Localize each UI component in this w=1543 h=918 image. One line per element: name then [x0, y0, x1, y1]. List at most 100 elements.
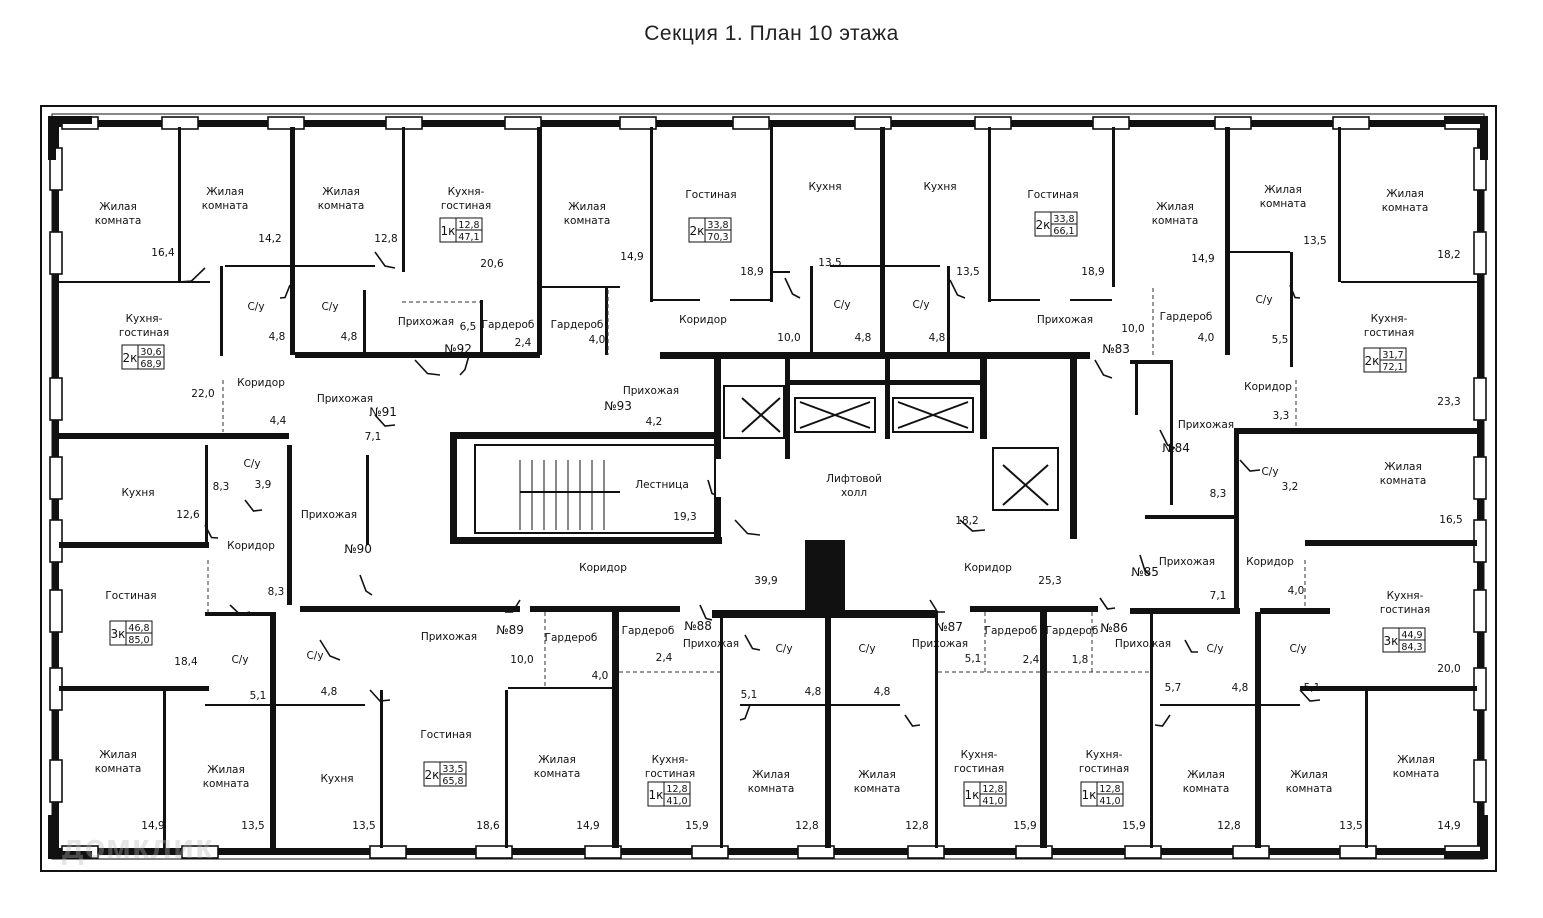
window — [49, 589, 63, 633]
room-name: С/у — [1261, 466, 1278, 478]
window — [907, 845, 945, 859]
room-name: комната — [318, 200, 365, 212]
room: С/у5,1 — [1289, 643, 1320, 694]
door-swing — [744, 634, 761, 651]
room-area: 15,9 — [1013, 820, 1036, 832]
room-name: Жилая — [1386, 188, 1424, 200]
room-area: 1,8 — [1072, 654, 1089, 666]
window — [1473, 456, 1487, 500]
door-swing — [1139, 554, 1151, 576]
room-area: 4,8 — [855, 332, 872, 344]
apartment-type: 1к — [649, 788, 664, 802]
room-name: С/у — [247, 301, 264, 313]
apartment-total-area: 68,9 — [140, 359, 161, 370]
apartment-total-area: 70,3 — [707, 232, 728, 243]
room-name: Гостиная — [105, 590, 156, 602]
door-swing — [1299, 689, 1321, 702]
apartment-number: №89 — [496, 623, 524, 637]
door-swing — [177, 267, 206, 283]
room-name: комната — [202, 200, 249, 212]
corner-bracket — [1444, 116, 1488, 160]
room-name: Жилая — [538, 754, 576, 766]
apartment-living-area: 12,8 — [1099, 784, 1120, 795]
room-area: 4,8 — [269, 331, 286, 343]
room-name: гостиная — [119, 327, 169, 339]
room-area: 10,0 — [777, 332, 800, 344]
room-area: 13,5 — [1303, 235, 1326, 247]
window — [49, 456, 63, 500]
room-name: гостиная — [1079, 763, 1129, 775]
room-area: 4,8 — [929, 332, 946, 344]
door-swing — [784, 277, 801, 299]
room-area: 14,9 — [1437, 820, 1460, 832]
apartment-living-area: 12,8 — [458, 220, 479, 231]
room-name: гостиная — [1364, 327, 1414, 339]
door-swing — [374, 414, 396, 427]
room-name: С/у — [775, 643, 792, 655]
room-name: Кухня — [121, 487, 154, 499]
corner-bracket — [48, 815, 92, 859]
door-swing — [1159, 429, 1176, 449]
apartment-total-area: 84,3 — [1401, 642, 1422, 653]
window — [49, 519, 63, 563]
apartment-type: 1к — [441, 224, 456, 238]
room-area: 16,4 — [151, 247, 175, 259]
apartment-living-area: 46,8 — [128, 623, 149, 634]
room-area: 5,5 — [1272, 334, 1289, 346]
room-area: 23,3 — [1437, 396, 1460, 408]
room-area: 5,1 — [965, 653, 982, 665]
window — [181, 845, 219, 859]
room-name: Прихожая — [421, 631, 477, 643]
room-area: 4,8 — [341, 331, 358, 343]
room-name: С/у — [306, 650, 323, 662]
apartment-type: 2к — [1036, 218, 1051, 232]
room-name: комната — [1380, 475, 1427, 487]
room: С/у5,1 — [231, 654, 266, 702]
room-area: 18,6 — [476, 820, 500, 832]
room-area: 3,3 — [1273, 410, 1290, 422]
door-swing — [1099, 597, 1116, 610]
room-area: 5,1 — [1304, 682, 1321, 694]
apartment-total-area: 41,0 — [1099, 796, 1120, 807]
room-name: гостиная — [645, 768, 695, 780]
room: С/у3,2 — [1261, 466, 1298, 493]
room-name: Кухня- — [652, 754, 689, 766]
room: С/у 4,8 — [247, 301, 285, 343]
room-name: Гостиная — [685, 189, 736, 201]
window — [584, 845, 622, 859]
room-name: Прихожая — [398, 316, 454, 328]
door-swing — [319, 639, 341, 661]
window — [1015, 845, 1053, 859]
room-area: 5,7 — [1165, 682, 1182, 694]
room: С/у4,8 — [912, 299, 945, 344]
room-area: 39,9 — [754, 575, 777, 587]
room-name: комната — [534, 768, 581, 780]
apartment-total-area: 72,1 — [1382, 362, 1403, 373]
room-name: Прихожая — [623, 385, 679, 397]
window — [1473, 589, 1487, 633]
room: С/у4,8 — [306, 650, 337, 698]
room-area: 18,9 — [740, 266, 763, 278]
door-swing — [229, 604, 251, 616]
apartment-number: №88 — [684, 619, 712, 633]
room-name: гостиная — [1380, 604, 1430, 616]
